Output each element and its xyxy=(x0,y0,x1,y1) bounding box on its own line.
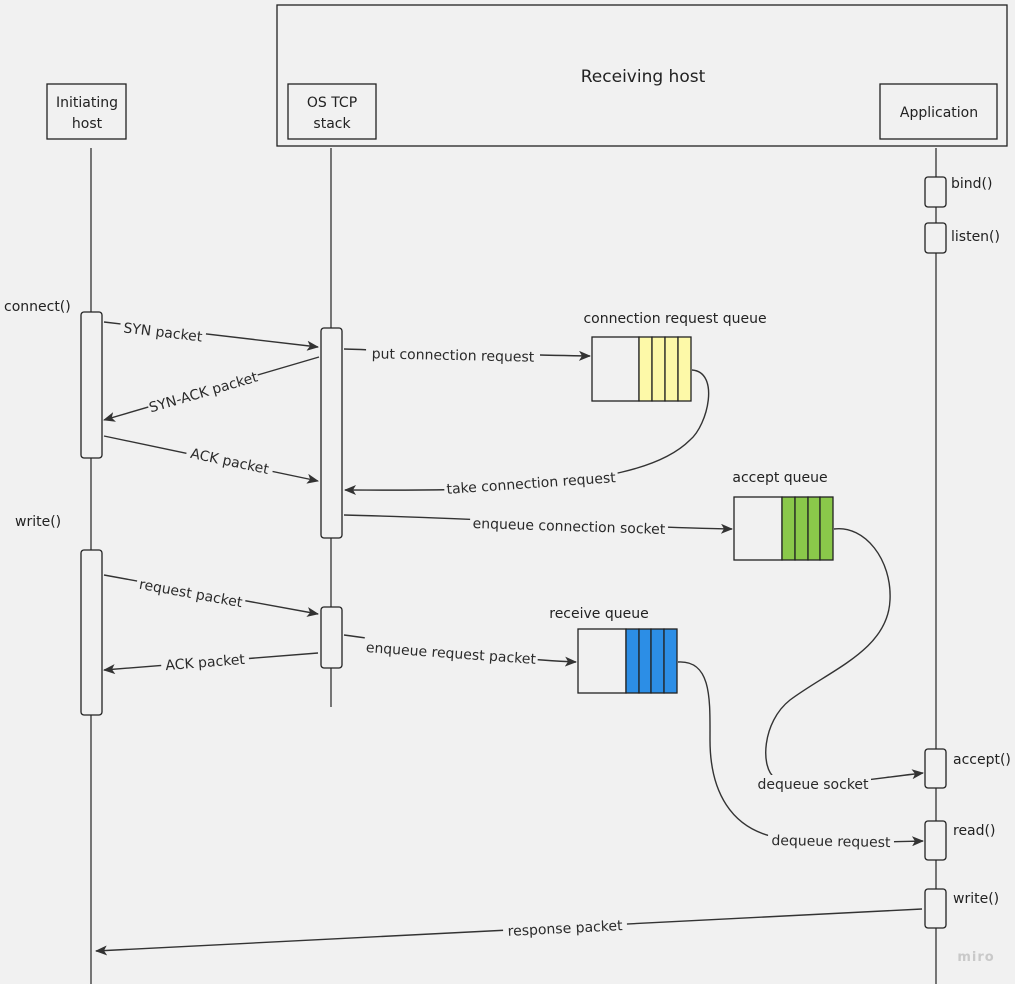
connect-activation xyxy=(80,311,103,459)
write-call-label-server: write() xyxy=(953,891,999,907)
put-connection-request-message: put connection request xyxy=(343,343,591,366)
enqueue-connection-socket-message: enqueue connection socket xyxy=(343,512,733,538)
dequeue-socket-message: dequeue socket xyxy=(755,528,924,793)
os-tcp-stack-label-line2: stack xyxy=(313,116,351,132)
initiating-host-label-line2: host xyxy=(72,116,103,132)
write-call-label-client: write() xyxy=(15,514,61,530)
write-activation-client xyxy=(80,549,103,716)
application-label: Application xyxy=(900,105,978,121)
enqueue-request-packet-message: enqueue request packet xyxy=(343,634,577,668)
response-packet-label: response packet xyxy=(507,918,623,940)
miro-watermark: miro xyxy=(957,950,994,965)
accept-call-label: accept() xyxy=(953,752,1011,768)
write-activation-server xyxy=(924,888,947,929)
connection-request-queue: connection request queue xyxy=(583,311,767,402)
os-tcp-stack-box: OS TCP stack xyxy=(287,83,377,140)
listen-activation xyxy=(924,222,947,254)
put-connection-request-label: put connection request xyxy=(372,346,535,365)
syn-message: SYN packet xyxy=(103,317,319,351)
accept-queue: accept queue xyxy=(732,470,834,561)
connection-request-queue-label: connection request queue xyxy=(583,311,766,327)
application-box: Application xyxy=(879,83,998,140)
ack-label: ACK packet xyxy=(189,446,271,478)
accept-queue-label: accept queue xyxy=(732,470,827,486)
request-packet-message: request packet xyxy=(103,573,319,617)
connect-call-label: connect() xyxy=(4,299,71,315)
syn-ack-label: SYN-ACK packet xyxy=(147,369,260,416)
response-packet-message: response packet xyxy=(95,908,923,956)
receive-queue-label: receive queue xyxy=(549,606,648,622)
dequeue-request-label: dequeue request xyxy=(771,833,891,851)
receive-queue: receive queue xyxy=(549,606,678,694)
bind-activation xyxy=(924,176,947,208)
ack-packet-label: ACK packet xyxy=(165,652,246,674)
ack-message: ACK packet xyxy=(103,435,319,484)
enqueue-connection-socket-label: enqueue connection socket xyxy=(472,516,666,538)
accept-activation xyxy=(924,748,947,789)
read-activation xyxy=(924,820,947,861)
read-call-label: read() xyxy=(953,823,995,839)
receiving-host-frame: Receiving host xyxy=(276,4,1008,147)
dequeue-request-message: dequeue request xyxy=(677,661,924,851)
dequeue-socket-label: dequeue socket xyxy=(757,777,869,793)
syn-ack-message: SYN-ACK packet xyxy=(103,356,320,422)
initiating-host-label-line1: Initiating xyxy=(56,95,118,111)
bind-call-label: bind() xyxy=(951,176,992,192)
listen-call-label: listen() xyxy=(951,229,1000,245)
ack-packet-message: ACK packet xyxy=(103,648,319,675)
os-tcp-stack-label-line1: OS TCP xyxy=(307,95,357,111)
request-activation xyxy=(320,606,343,669)
receiving-host-label: Receiving host xyxy=(581,67,706,87)
syn-label: SYN packet xyxy=(122,320,203,345)
initiating-host-box: Initiating host xyxy=(46,83,127,140)
request-packet-label: request packet xyxy=(138,577,244,612)
handshake-activation xyxy=(320,327,343,539)
